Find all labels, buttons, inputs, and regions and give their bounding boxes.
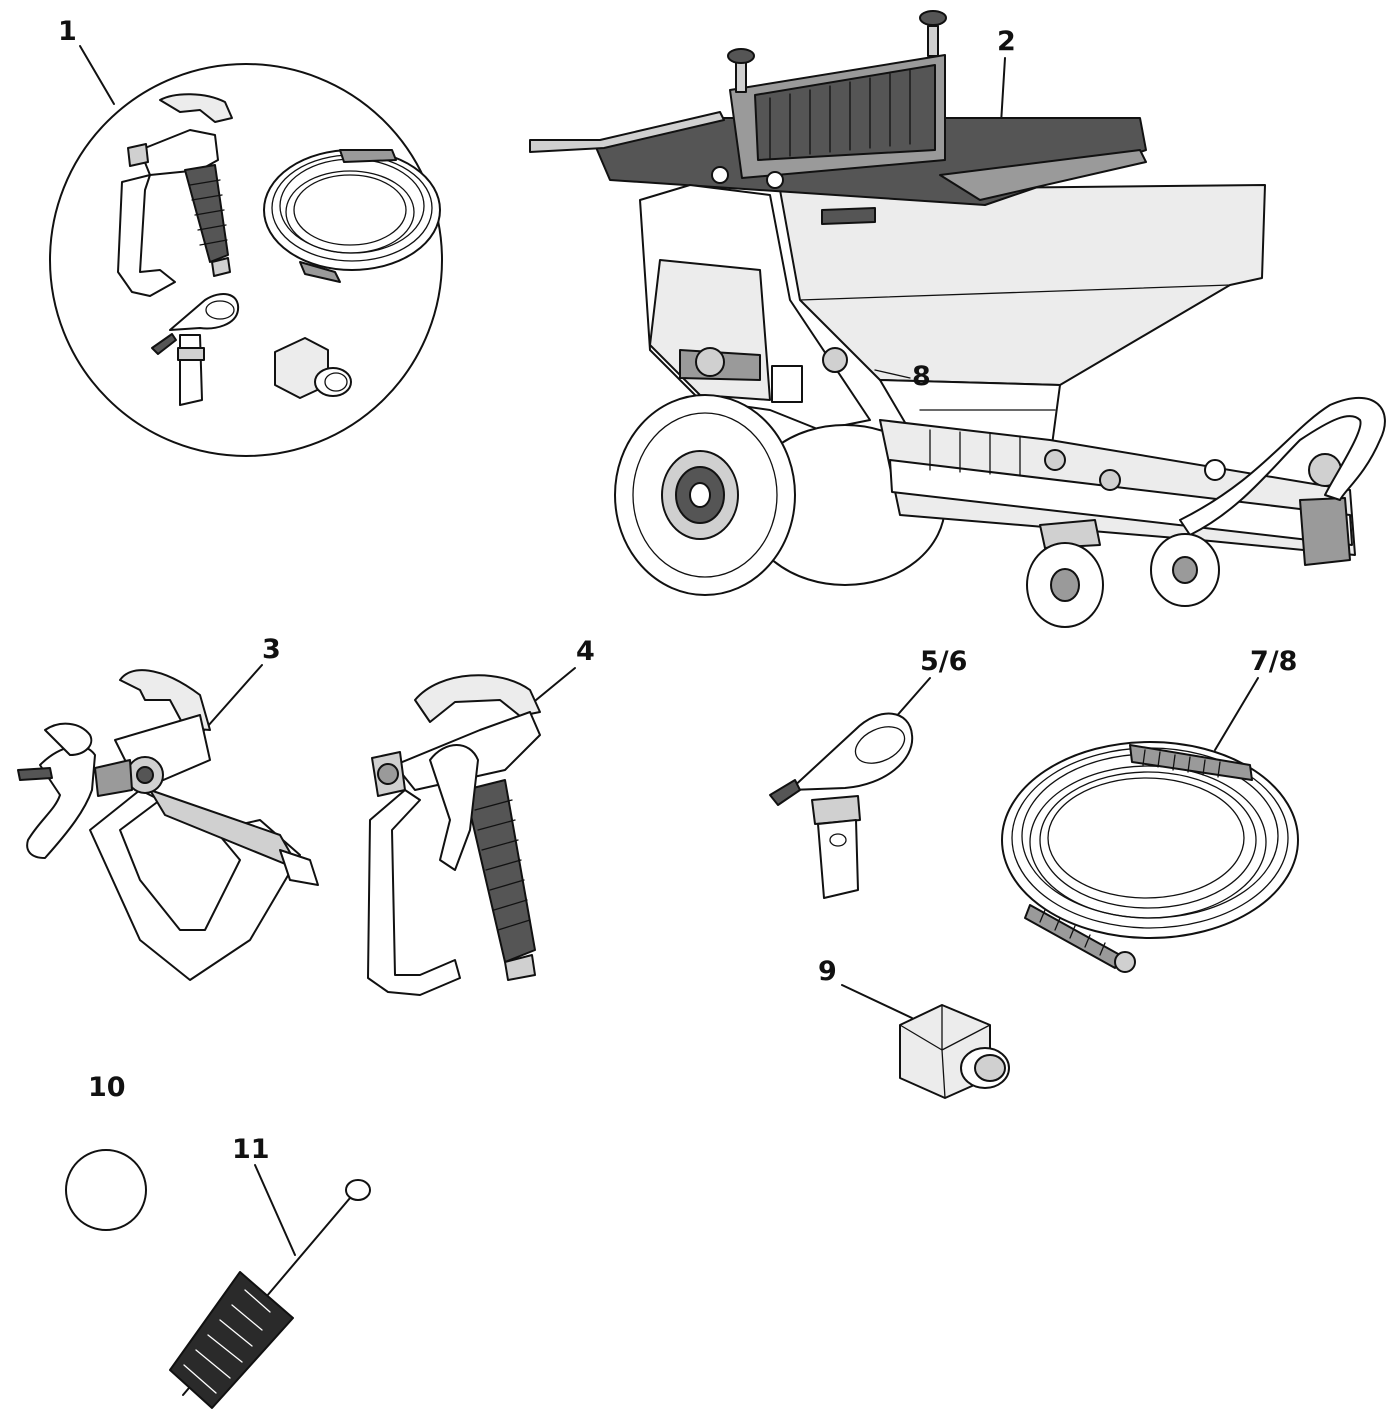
callout-4: 4 xyxy=(576,636,595,667)
leader-line-8 xyxy=(874,369,911,379)
kit-adapter xyxy=(274,337,352,399)
leader-line-4 xyxy=(529,667,576,706)
spray-gun xyxy=(367,667,576,996)
high-pressure-hose xyxy=(1001,677,1299,973)
brush-bristles xyxy=(169,1271,294,1409)
sieve-disc xyxy=(65,1149,147,1231)
kit-spray-gun xyxy=(117,93,233,297)
kit-hose-coil xyxy=(263,149,441,283)
hose-adapter xyxy=(841,984,1010,1099)
leader-line-11 xyxy=(254,1164,296,1256)
callout-10: 10 xyxy=(88,1072,126,1103)
leader-line-3 xyxy=(199,664,263,736)
accessory-kit-group xyxy=(49,45,443,457)
callout-8: 8 xyxy=(912,361,931,392)
spray-gun-with-tip xyxy=(17,664,319,981)
handle-bar-top xyxy=(529,111,725,153)
leader-line-7-8 xyxy=(1214,677,1259,751)
kit-spray-tip xyxy=(151,293,240,406)
rear-handle xyxy=(1179,396,1386,536)
cleaning-brush xyxy=(169,1164,371,1409)
reversible-tip xyxy=(769,677,931,899)
callout-7-8: 7/8 xyxy=(1250,646,1297,677)
hopper-body xyxy=(779,184,1266,386)
callout-5-6: 5/6 xyxy=(920,646,967,677)
leader-line-9 xyxy=(841,984,913,1019)
callout-9: 9 xyxy=(818,956,837,987)
leader-line-1 xyxy=(79,45,115,105)
callout-3: 3 xyxy=(262,634,281,665)
plaster-pump-machine xyxy=(529,10,1386,628)
callout-2: 2 xyxy=(997,26,1016,57)
callout-1: 1 xyxy=(58,16,77,47)
disc-outline xyxy=(65,1149,147,1231)
caster-wheels xyxy=(1026,519,1220,628)
callout-11: 11 xyxy=(232,1134,270,1165)
